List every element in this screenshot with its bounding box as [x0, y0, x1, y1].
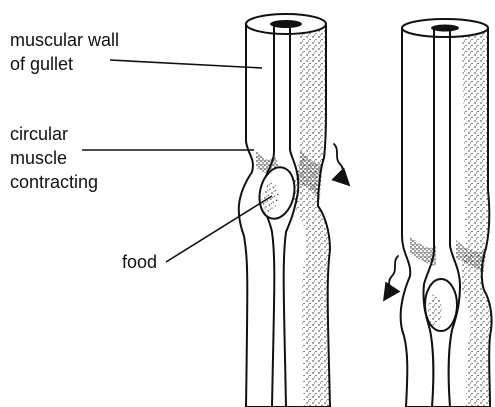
wavy-down-arrow-icon: [334, 144, 344, 180]
leader-muscular-wall: [110, 60, 262, 68]
food-bolus-right-shading: [428, 294, 442, 326]
gullet-right-lumen: [431, 25, 459, 32]
label-food: food: [122, 252, 157, 272]
label-muscular-wall-line1: muscular wall: [10, 30, 119, 50]
label-circular-line3: contracting: [10, 172, 98, 192]
label-muscular-wall-line2: of gullet: [10, 54, 73, 74]
gullet-right: [401, 19, 492, 407]
wavy-down-arrow-icon: [388, 256, 398, 294]
label-circular-line2: muscle: [10, 148, 67, 168]
label-circular-line1: circular: [10, 124, 68, 144]
gullet-left: [239, 14, 330, 407]
